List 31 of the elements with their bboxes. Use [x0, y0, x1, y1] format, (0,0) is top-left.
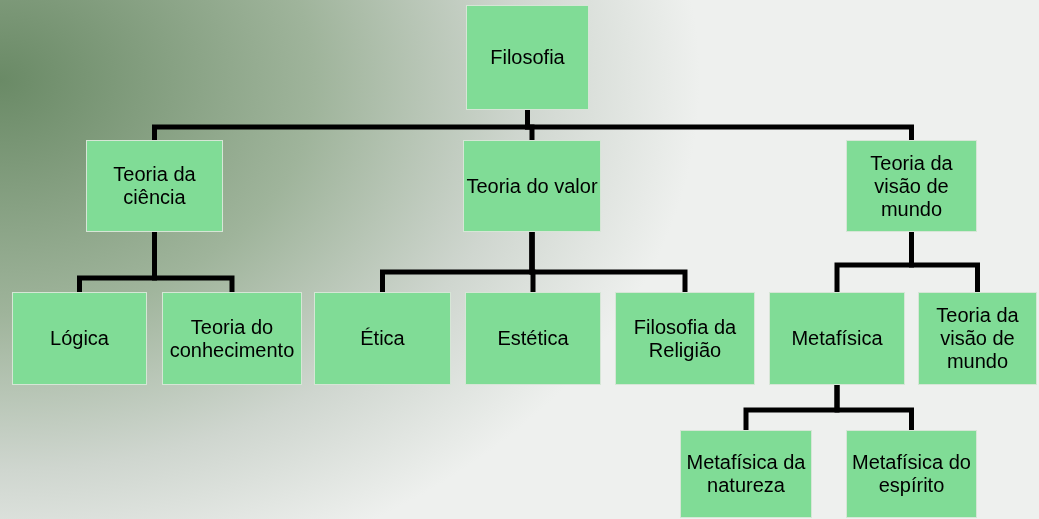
connector-line: [834, 385, 914, 430]
box-label: Teoria da visão de mundo: [869, 151, 954, 221]
box-label: Teoria da visão de mundo: [935, 304, 1020, 373]
category-box: [466, 5, 589, 110]
box-label: Ética: [360, 327, 405, 350]
category-box: [918, 292, 1037, 385]
connector-line: [152, 232, 235, 292]
box-label: Teoria da ciência: [112, 163, 197, 209]
category-box: [680, 430, 812, 518]
box-label: Filosofia: [490, 46, 565, 69]
category-box: [846, 430, 977, 518]
box-label: Lógica: [50, 327, 109, 350]
category-box: [86, 140, 223, 232]
box-label: Teoria do valor: [466, 174, 598, 198]
category-box: [162, 292, 302, 385]
category-box: [465, 292, 601, 385]
category-box: [12, 292, 147, 385]
box-label: Metafísica da natureza: [685, 451, 807, 497]
box-label: Metafísica: [791, 327, 883, 350]
category-box: [846, 140, 977, 232]
box-label: Teoria do conhecimento: [168, 315, 296, 362]
category-box: [615, 292, 755, 385]
category-box: [769, 292, 905, 385]
connector-line: [909, 232, 980, 292]
box-label: Metafísica do espírito: [851, 451, 972, 497]
category-box: [463, 140, 601, 232]
box-label: Estética: [497, 327, 569, 350]
connector-line: [529, 232, 688, 292]
connector-line: [525, 110, 914, 140]
box-label: Filosofia da Religião: [632, 315, 738, 362]
category-box: [314, 292, 451, 385]
